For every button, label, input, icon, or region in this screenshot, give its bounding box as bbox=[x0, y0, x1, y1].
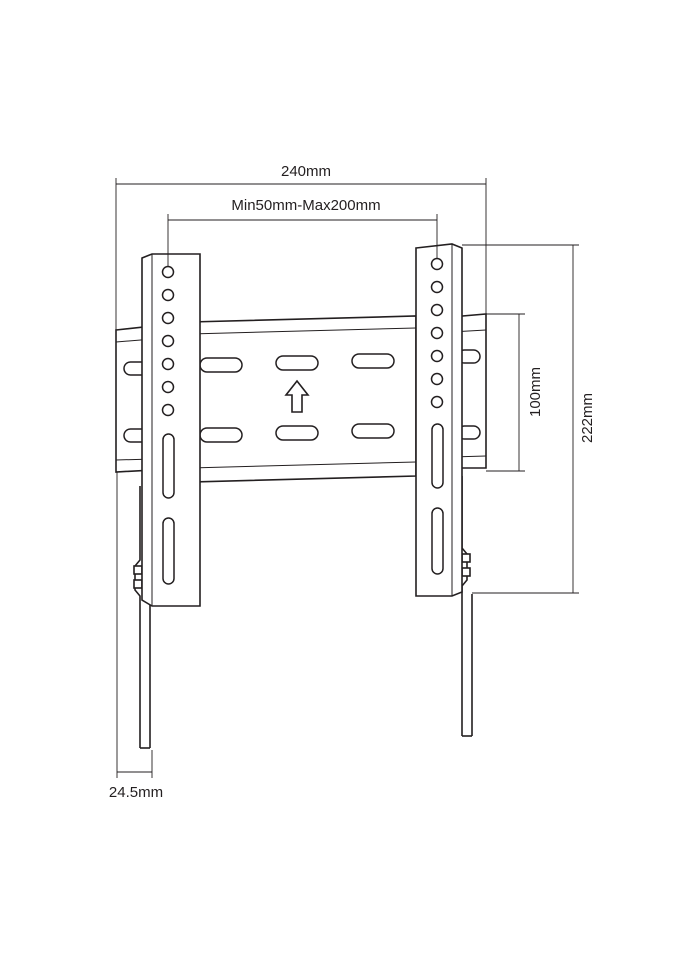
dimension-overall-height bbox=[462, 244, 579, 594]
label-hole-spacing: Min50mm-Max200mm bbox=[231, 197, 380, 214]
dimension-vertical-spacing bbox=[486, 313, 525, 472]
label-depth: 24.5mm bbox=[109, 784, 163, 801]
plate-slot bbox=[275, 355, 319, 371]
label-vertical-spacing: 100mm bbox=[527, 367, 544, 417]
right-arm bbox=[415, 243, 473, 737]
plate-slot bbox=[275, 425, 319, 441]
label-overall-height: 222mm bbox=[579, 393, 596, 443]
dimension-hole-spacing bbox=[167, 214, 438, 266]
dimension-depth bbox=[116, 472, 153, 778]
dimension-overall-width bbox=[115, 178, 487, 330]
left-arm bbox=[133, 253, 201, 749]
right-arm-holes bbox=[430, 257, 444, 409]
plate-slot bbox=[199, 427, 243, 443]
label-overall-width: 240mm bbox=[281, 163, 331, 180]
plate-slot bbox=[351, 423, 395, 439]
up-arrow-icon bbox=[284, 379, 310, 413]
plate-slot bbox=[351, 353, 395, 369]
plate-slot bbox=[199, 357, 243, 373]
left-arm-holes bbox=[161, 265, 175, 417]
